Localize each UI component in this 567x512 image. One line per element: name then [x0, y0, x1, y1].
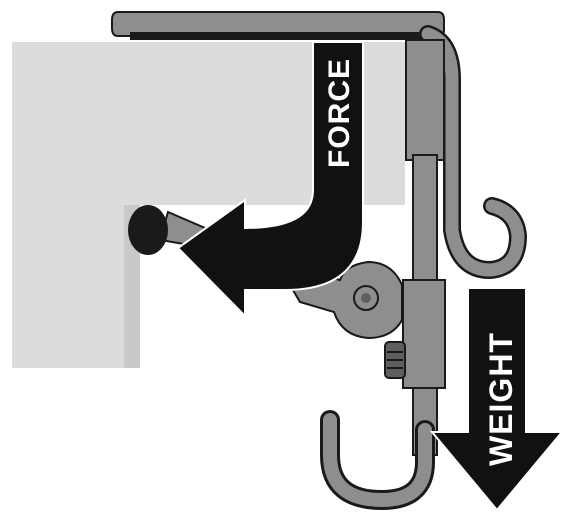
vertical-rod	[402, 39, 446, 456]
top-plate	[111, 11, 445, 40]
strap-hook-fill	[421, 27, 525, 277]
adjustment-knob	[384, 341, 406, 379]
weight-arrow: WEIGHT	[429, 287, 565, 512]
force-label: FORCE	[323, 58, 356, 168]
force-arrow: FORCE	[176, 41, 364, 319]
bumper-cap	[128, 205, 168, 255]
j-hook-fill	[323, 413, 432, 508]
mounting-panel	[12, 42, 405, 368]
weight-label: WEIGHT	[483, 332, 519, 466]
